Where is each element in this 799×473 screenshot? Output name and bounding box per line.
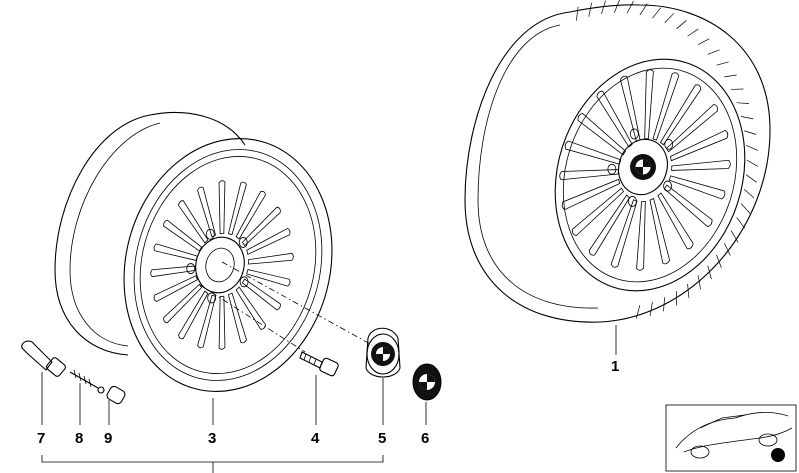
roundel-emblem-icon [630, 154, 656, 180]
callout-8: 8 [75, 430, 83, 447]
tire-valve [21, 340, 66, 377]
callout-1: 1 [611, 358, 619, 375]
car-silhouette-icon [665, 404, 797, 472]
callout-3: 3 [208, 430, 216, 447]
callout-5: 5 [378, 430, 386, 447]
hub-cap [365, 327, 401, 378]
rim-spokes [150, 180, 294, 350]
wheel-spokes [559, 69, 731, 271]
valve-cap [106, 385, 126, 405]
valve-insert [69, 369, 105, 394]
leader-lines [41, 325, 617, 473]
assembly-axis-bolt [199, 284, 306, 353]
roundel-emblem-icon [371, 342, 395, 366]
callout-4: 4 [311, 430, 320, 447]
callout-6: 6 [421, 430, 429, 447]
rim-lug-holes [186, 228, 249, 304]
wheel-lug-holes [607, 128, 674, 207]
assembly-axis-cap [221, 261, 373, 346]
callout-9: 9 [104, 430, 112, 447]
callout-7: 7 [37, 430, 45, 447]
complete-wheel [464, 0, 771, 323]
wheel-bolt [299, 351, 339, 377]
tire-tread [576, 0, 759, 319]
emblem-badge [412, 363, 442, 401]
wheel-rim [54, 112, 333, 392]
